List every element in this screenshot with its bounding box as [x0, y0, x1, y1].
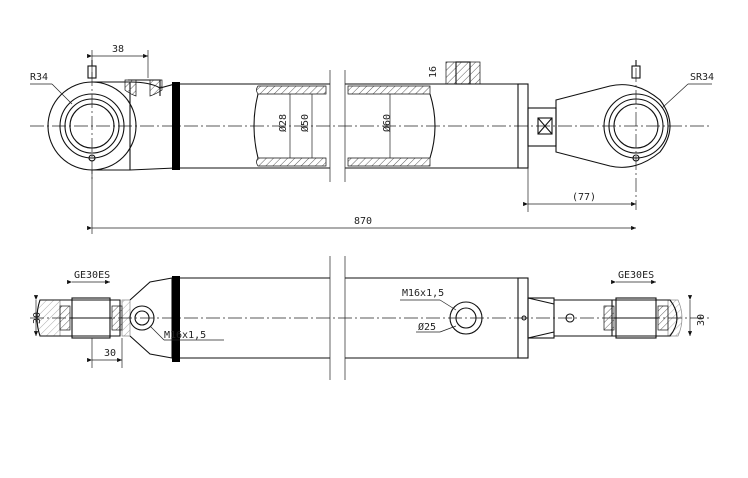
dim-d25-label: Ø25 — [418, 321, 436, 333]
dim-30-left-horizontal: 30 — [104, 348, 116, 359]
dim-30-left-vertical: 30 — [32, 312, 43, 324]
dim-77-label: (77) — [572, 192, 596, 203]
dim-ge30es-right: GE30ES — [618, 270, 654, 281]
dim-sr34-label: SR34 — [690, 72, 714, 83]
dim-870-label: 870 — [354, 216, 372, 227]
dim-38-label: 38 — [112, 44, 124, 55]
dim-16-label: 16 — [428, 66, 439, 78]
left-seal-band — [172, 82, 180, 170]
bottom-view: GE30ES GE30ES 30 30 30 M16x1,5 M16x1,5 Ø… — [30, 256, 710, 380]
dim-m16-right: M16x1,5 — [402, 288, 444, 299]
dim-d28-label: Ø28 — [277, 114, 289, 132]
dim-d50-label: Ø50 — [299, 114, 311, 132]
dim-ge30es-left: GE30ES — [74, 270, 110, 281]
dim-30-right-vertical: 30 — [696, 314, 707, 326]
top-view: 38 R34 16 SR34 Ø28 Ø50 Ø60 (77) 870 — [30, 44, 714, 234]
bottom-seal-band — [172, 276, 180, 362]
dim-r34-label: R34 — [30, 72, 48, 83]
dim-m16-left: M16x1,5 — [164, 330, 206, 341]
right-clevis-body — [555, 84, 671, 168]
dim-d60-label: Ø60 — [381, 114, 393, 132]
